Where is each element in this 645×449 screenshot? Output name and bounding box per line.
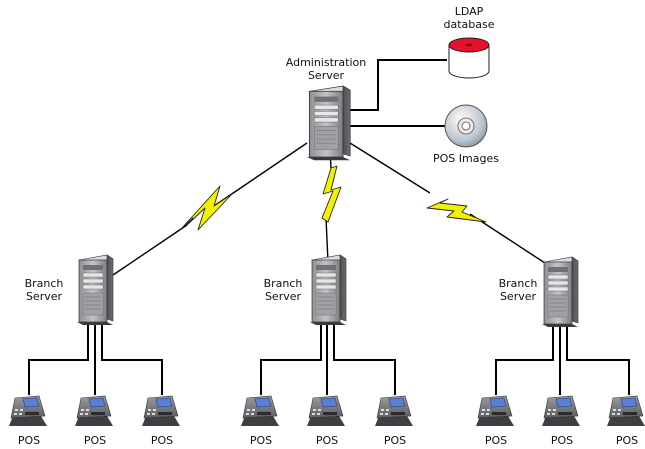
pos-terminal-icon (374, 395, 414, 427)
pos-terminal: POS (141, 395, 181, 447)
pos-terminal-icon (606, 395, 645, 427)
pos-terminal: POS (606, 395, 645, 447)
pos-terminal-icon (240, 395, 280, 427)
pos-terminal-icon (475, 395, 515, 427)
ldap-database: LDAP database (444, 5, 495, 79)
administration-server: Administration Server (286, 56, 367, 161)
pos-label: POS (384, 434, 406, 447)
pos-label: POS (316, 434, 338, 447)
branch-3-pos-links (495, 325, 630, 395)
pos-terminal: POS (475, 395, 515, 447)
branch-2-label-line1: Branch (264, 277, 303, 290)
pos-label: POS (151, 434, 173, 447)
pos-label: POS (616, 434, 638, 447)
cd-disc-icon (444, 104, 488, 148)
pos-terminal: POS (74, 395, 114, 447)
branch-server-1: Branch Server (25, 254, 114, 326)
database-cylinder-icon (448, 37, 490, 79)
pos-terminal-icon (306, 395, 346, 427)
pos-terminal-icon (541, 395, 581, 427)
branch-3-label-line1: Branch (499, 277, 538, 290)
pos-terminal-icon (8, 395, 48, 427)
link-admin-ldap (350, 59, 447, 111)
branch-2-label-line2: Server (265, 290, 302, 303)
server-tower-icon (541, 256, 579, 328)
pos-terminal-icon (141, 395, 181, 427)
admin-server-label-line2: Server (308, 69, 345, 82)
connections (28, 59, 630, 395)
branch-1-terminals: POS POS POS (8, 395, 181, 447)
ldap-label-line1: LDAP (455, 5, 484, 18)
branch-1-label-line2: Server (26, 290, 63, 303)
pos-terminal: POS (306, 395, 346, 447)
pos-label: POS (84, 434, 106, 447)
server-tower-icon (76, 254, 114, 326)
branch-server-2: Branch Server (264, 254, 347, 326)
pos-terminal: POS (374, 395, 414, 447)
pos-terminal: POS (240, 395, 280, 447)
pos-images-label: POS Images (433, 152, 499, 165)
pos-terminal: POS (541, 395, 581, 447)
admin-server-label-line1: Administration (286, 56, 367, 69)
branch-2-terminals: POS POS POS (240, 395, 414, 447)
branch-3-label-line2: Server (500, 290, 537, 303)
pos-label: POS (250, 434, 272, 447)
pos-label: POS (485, 434, 507, 447)
pos-label: POS (18, 434, 40, 447)
branch-server-3: Branch Server (499, 256, 579, 328)
wan-link-branch-1 (112, 142, 308, 276)
pos-terminal: POS (8, 395, 48, 447)
branch-3-terminals: POS POS POS (475, 395, 645, 447)
pos-label: POS (551, 434, 573, 447)
branch-1-pos-links (28, 325, 163, 395)
server-tower-icon (309, 254, 347, 326)
wan-link-branch-2 (321, 149, 342, 263)
ldap-label-line2: database (444, 18, 495, 31)
branch-2-pos-links (260, 325, 396, 395)
server-tower-icon (306, 85, 351, 161)
wan-links (112, 142, 549, 276)
branch-1-label-line1: Branch (25, 277, 64, 290)
pos-images: POS Images (433, 104, 499, 165)
wan-link-branch-3 (349, 142, 549, 266)
pos-terminal-icon (74, 395, 114, 427)
